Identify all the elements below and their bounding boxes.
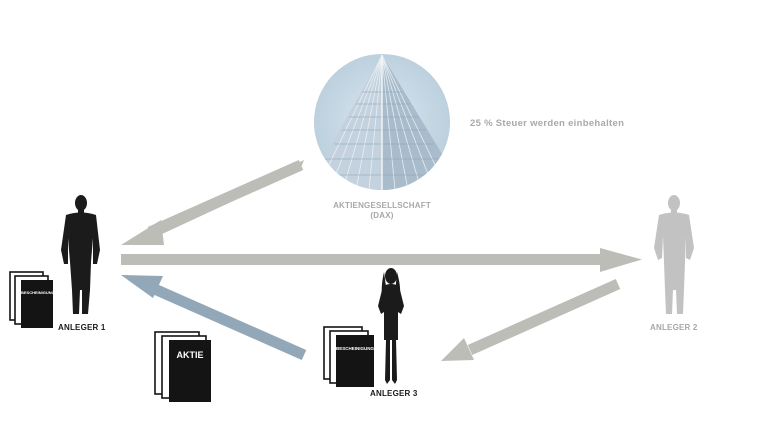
investor-3-figure [378,268,404,384]
tax-withholding-note: 25 % Steuer werden einbehalten [470,118,625,129]
certificate-stack-investor-1 [9,271,53,328]
share-document-stack [154,331,211,402]
share-label: AKTIE [176,350,204,360]
investor-2-label: ANLEGER 2 [650,323,698,332]
investor-2-figure [654,195,694,314]
company-label-line-2: (DAX) [370,211,394,220]
arrow-investor-1-to-investor-2 [121,248,642,272]
certificate-stack-investor-3 [323,326,374,387]
investor-3-label: ANLEGER 3 [370,389,418,398]
arrow-investor-3-to-investor-1 [121,275,307,361]
certificate-label-investor-1: BESCHEINIGUNG [21,290,55,295]
investor-1-label: ANLEGER 1 [58,323,106,332]
arrow-company-to-investor-1 [121,159,304,245]
company-label-line-1: AKTIENGESELLSCHAFT [333,201,431,210]
company-label: AKTIENGESELLSCHAFT (DAX) [332,201,432,221]
investor-1-figure [61,195,100,314]
certificate-label-investor-3: BESCHEINIGUNG [336,346,375,351]
skyscraper-image [314,54,450,190]
arrow-investor-2-to-investor-3 [441,278,621,361]
